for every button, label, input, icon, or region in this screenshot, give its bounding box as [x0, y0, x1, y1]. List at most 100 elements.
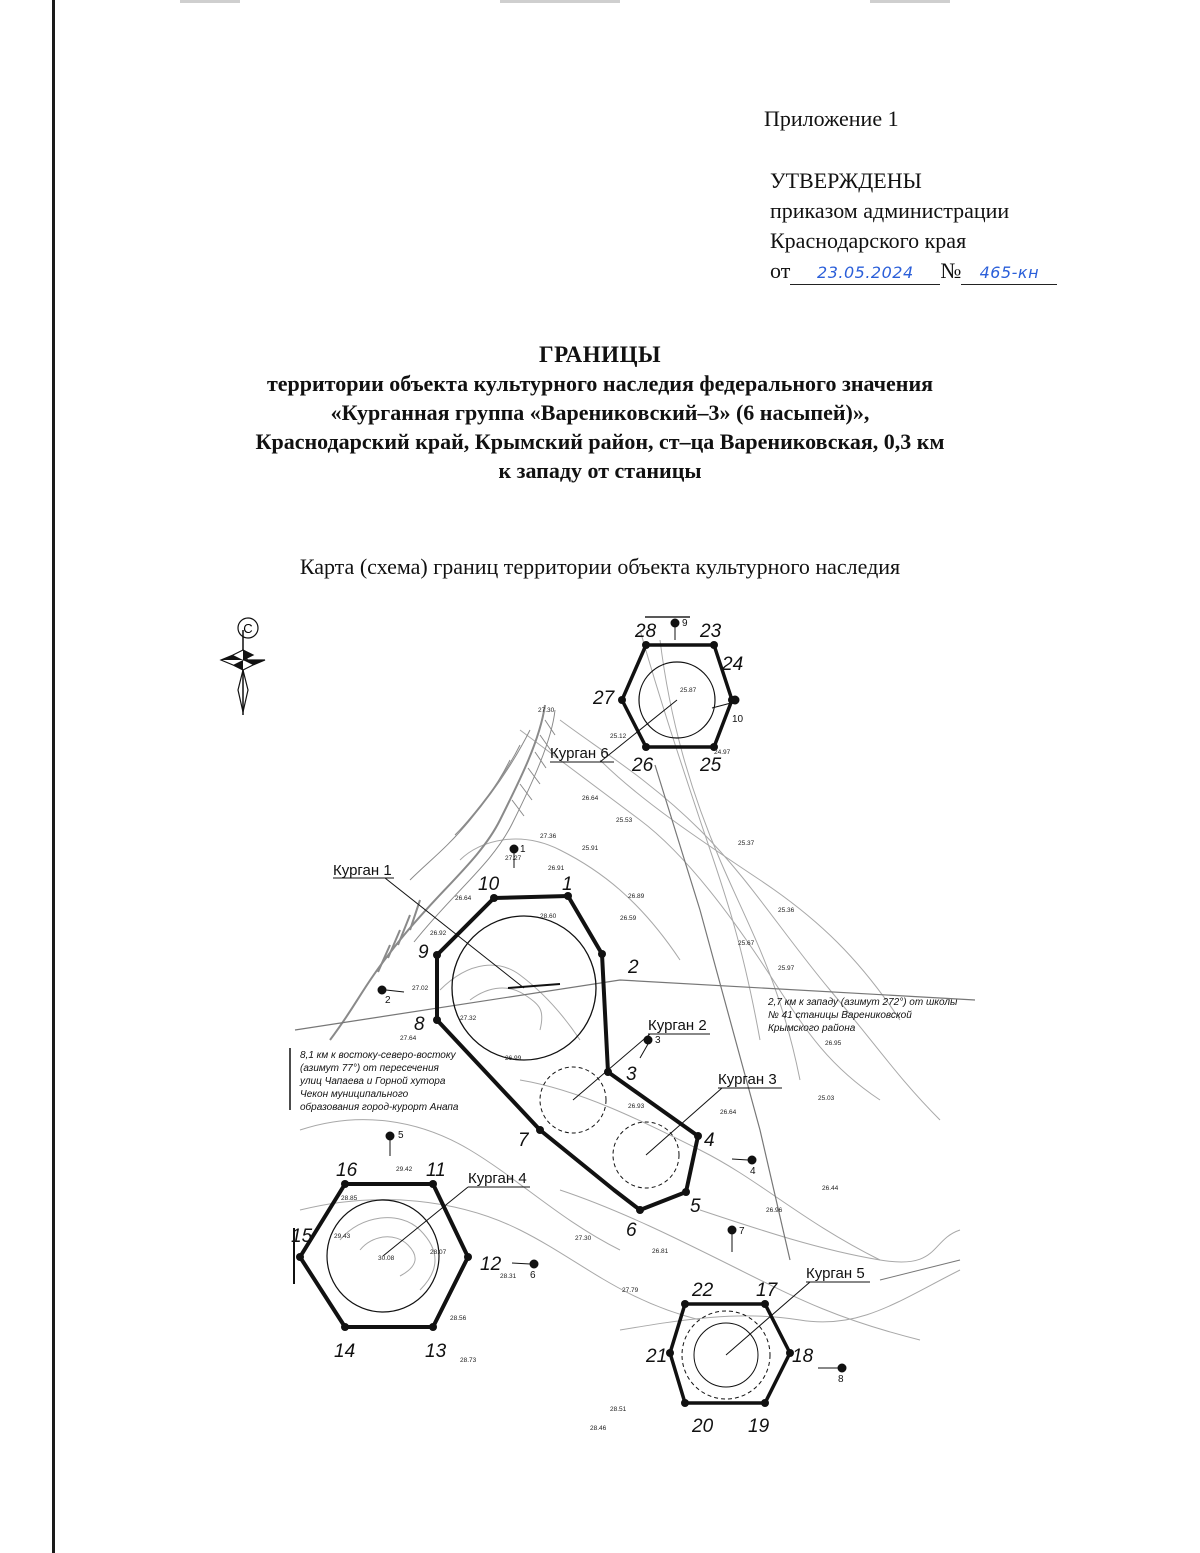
spot-height: 26.81 — [652, 1248, 669, 1255]
mound-6-circle — [638, 661, 716, 739]
mound-1-circle — [451, 915, 597, 1061]
contour-line — [299, 1199, 701, 1321]
spot-height: 25.53 — [616, 817, 633, 824]
north-arrow: С — [219, 617, 266, 715]
field-boundary — [879, 1259, 961, 1281]
contour-line — [639, 629, 761, 1041]
contour-line — [299, 1119, 621, 1251]
leader-k3 — [645, 1087, 723, 1156]
marker-5: 5 — [385, 1130, 404, 1156]
mound-1-label: Курган 1 — [333, 862, 392, 879]
ravine-edge — [413, 709, 556, 943]
number-field: 465-кн — [961, 260, 1058, 285]
leader-lines — [382, 699, 811, 1356]
date-field: 23.05.2024 — [790, 260, 941, 285]
point-7: 7 — [518, 1130, 530, 1151]
svg-text:8: 8 — [838, 1374, 844, 1385]
spot-height: 27.64 — [400, 1035, 417, 1042]
vertex-13 — [429, 1323, 437, 1331]
point-24: 24 — [721, 654, 743, 675]
point-22: 22 — [691, 1280, 714, 1301]
leader-k1 — [384, 877, 525, 989]
vertex-2 — [598, 950, 606, 958]
vertex-16 — [341, 1180, 349, 1188]
mound-2-circle — [539, 1066, 607, 1134]
spot-height: 25.97 — [778, 965, 795, 972]
marker-1: 1 — [509, 844, 526, 868]
point-16: 16 — [336, 1160, 358, 1181]
title-line-1: территории объекта культурного наследия … — [266, 371, 934, 396]
contour-line — [339, 1217, 436, 1291]
ravine-edge — [329, 704, 546, 1041]
contour-line — [469, 987, 543, 1031]
road-line — [294, 979, 976, 1031]
spot-height: 28.07 — [430, 1249, 447, 1256]
mound-6-label: Курган 6 — [550, 745, 609, 762]
svg-text:10: 10 — [732, 714, 744, 725]
spot-height: 27.36 — [540, 833, 557, 840]
approved-line-2: Краснодарского края — [770, 228, 967, 253]
svg-text:9: 9 — [682, 618, 688, 629]
contour-line — [619, 1269, 961, 1331]
vertex-6 — [636, 1206, 644, 1214]
mound-3-circle — [612, 1121, 680, 1189]
note-west-line-3: улиц Чапаева и Горной хутора — [299, 1076, 446, 1087]
approved-line-1: приказом администрации — [770, 198, 1010, 223]
svg-text:3: 3 — [655, 1035, 661, 1046]
spot-height: 25.03 — [818, 1095, 835, 1102]
number-prefix: № — [940, 258, 962, 283]
vertex-22 — [681, 1300, 689, 1308]
point-2: 2 — [627, 957, 639, 978]
point-18: 18 — [792, 1346, 814, 1367]
note-east-line-2: № 41 станицы Варениковской — [768, 1010, 912, 1021]
point-17: 17 — [756, 1280, 779, 1301]
mound-labels: Курган 1 Курган 2 Курган 3 Курган 4 Кург… — [333, 745, 870, 1283]
note-west-line-4: Чекон муниципального — [300, 1089, 409, 1100]
scan-mark — [870, 0, 950, 3]
compass-point-e — [243, 660, 265, 665]
svg-text:7: 7 — [739, 1226, 745, 1237]
vertex-9 — [433, 951, 441, 959]
vertex-14 — [341, 1323, 349, 1331]
spot-height: 28.51 — [610, 1406, 627, 1413]
spot-height: 26.64 — [582, 795, 599, 802]
spot-height: 27.30 — [575, 1235, 592, 1242]
vertex-26 — [642, 743, 650, 751]
spot-height: 26.96 — [766, 1207, 783, 1214]
vertex-numbers: 1 2 3 4 5 6 7 8 9 10 11 12 13 14 15 16 1… — [291, 621, 814, 1437]
note-west-line-2: (азимут 77°) от пересечения — [300, 1063, 440, 1074]
contour-line — [359, 1236, 416, 1277]
point-11: 11 — [426, 1160, 446, 1181]
point-12: 12 — [480, 1254, 502, 1275]
spot-height: 28.31 — [500, 1273, 517, 1280]
contour-line — [599, 759, 901, 1021]
marker-3: 3 — [639, 1035, 661, 1059]
mound-5-inner-circle — [693, 1322, 759, 1388]
compass-point-sw — [233, 660, 243, 670]
point-5: 5 — [690, 1196, 701, 1217]
spot-height: 29.42 — [396, 1166, 413, 1173]
note-east-line-1: 2,7 км к западу (азимут 272°) от школы — [767, 997, 958, 1008]
approved-title: УТВЕРЖДЕНЫ — [770, 168, 922, 193]
vertex-19 — [761, 1399, 769, 1407]
marker-7: 7 — [727, 1225, 745, 1252]
vertex-5 — [682, 1188, 690, 1196]
map-caption: Карта (схема) границ территории объекта … — [299, 554, 901, 579]
point-27: 27 — [592, 688, 616, 709]
order-date: 23.05.2024 — [817, 263, 914, 282]
ravine-hatch — [377, 899, 421, 973]
spot-height: 26.93 — [628, 1103, 645, 1110]
contour-line — [519, 729, 881, 1101]
marker-2: 2 — [377, 985, 405, 1006]
point-3: 3 — [626, 1064, 637, 1085]
mound-5-label: Курган 5 — [806, 1265, 865, 1282]
mound-4-circle — [326, 1199, 440, 1313]
boundary-map: С — [219, 616, 976, 1437]
spot-height: 26.91 — [548, 865, 565, 872]
spot-height: 26.89 — [628, 893, 645, 900]
territory-boundary-1-3 — [435, 894, 700, 1212]
note-west-line-1: 8,1 км к востоку-северо-востоку — [300, 1050, 457, 1061]
spot-height: 28.85 — [341, 1195, 358, 1202]
compass-north-letter: С — [243, 621, 252, 636]
spot-height: 26.64 — [720, 1109, 737, 1116]
